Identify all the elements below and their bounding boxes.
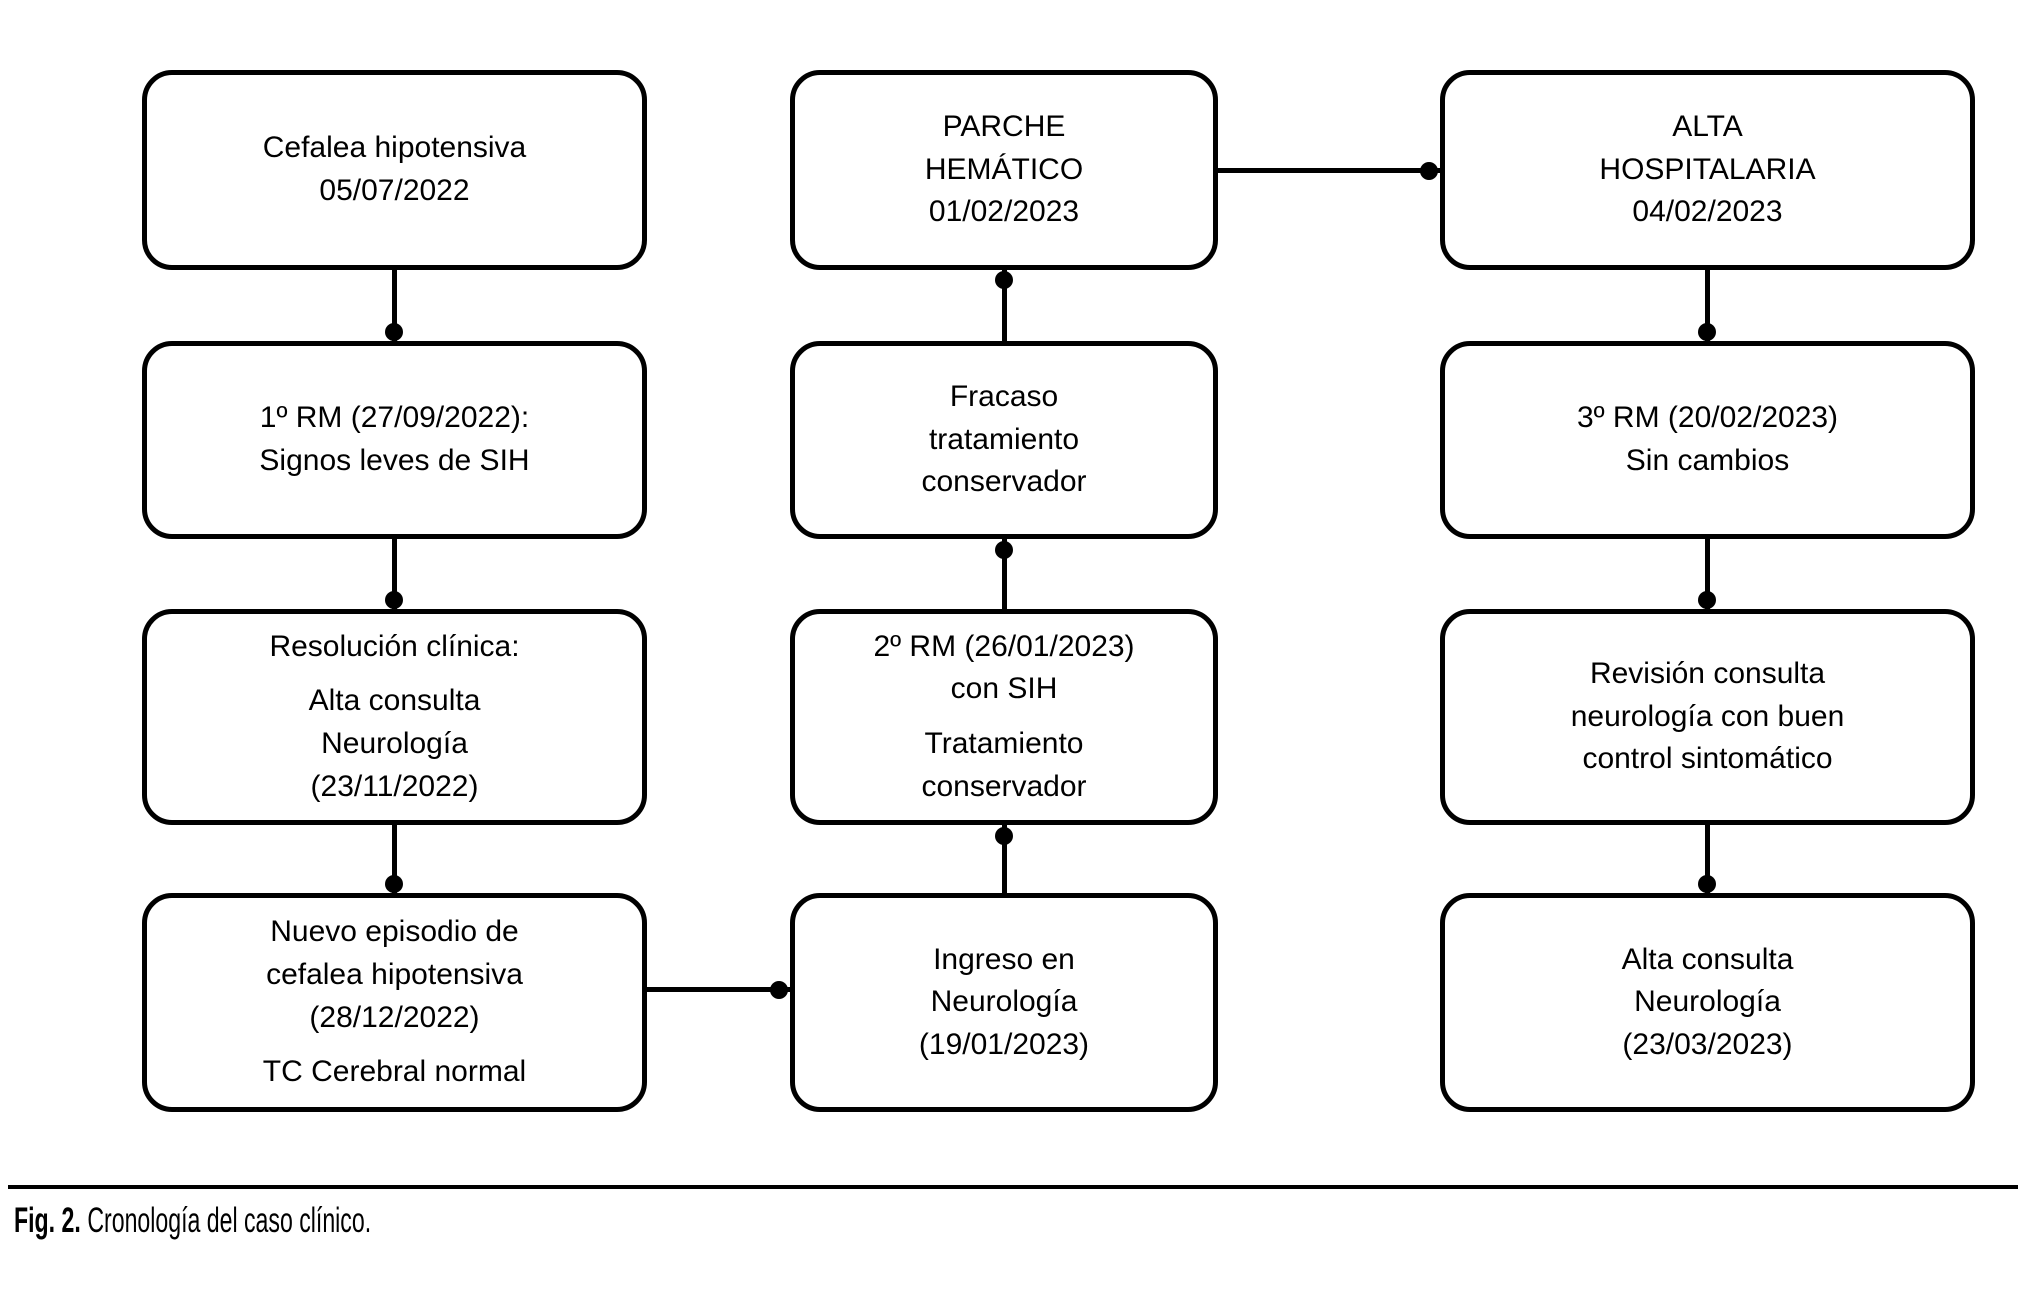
node-paragraph: Alta consulta Neurología (23/11/2022) xyxy=(308,684,481,803)
flow-dot-mid-3-2 xyxy=(995,541,1013,559)
connector-left-2-3 xyxy=(392,537,397,613)
flow-dot-left4-mid4 xyxy=(770,981,788,999)
connector-left-3-4 xyxy=(392,823,397,897)
node-paragraph: Alta consulta Neurología (23/03/2023) xyxy=(1621,942,1794,1061)
node-cefalea-hipotensiva: Cefalea hipotensiva 05/07/2022 xyxy=(142,70,647,270)
flow-dot-left-3-4 xyxy=(385,875,403,893)
figure-caption-label: Fig. 2. xyxy=(14,1201,81,1240)
node-nuevo-episodio: Nuevo episodio de cefalea hipotensiva (2… xyxy=(142,893,647,1112)
flow-dot-mid-4-3 xyxy=(995,827,1013,845)
node-paragraph: TC Cerebral normal xyxy=(262,1055,527,1089)
node-paragraph: 1º RM (27/09/2022): Signos leves de SIH xyxy=(259,401,530,477)
flow-dot-mid1-right1 xyxy=(1420,162,1438,180)
node-revision-consulta: Revisión consulta neurología con buen co… xyxy=(1440,609,1975,825)
connector-mid1-right1 xyxy=(1216,168,1442,173)
node-primera-rm: 1º RM (27/09/2022): Signos leves de SIH xyxy=(142,341,647,539)
node-paragraph: PARCHE HEMÁTICO 01/02/2023 xyxy=(924,110,1084,229)
node-paragraph: 3º RM (20/02/2023) Sin cambios xyxy=(1576,401,1839,477)
node-paragraph: ALTA HOSPITALARIA 04/02/2023 xyxy=(1599,110,1816,229)
flow-dot-left-2-3 xyxy=(385,591,403,609)
connector-left-1-2 xyxy=(392,268,397,345)
node-paragraph: Tratamiento conservador xyxy=(921,727,1087,803)
connector-left4-mid4 xyxy=(645,987,792,992)
connector-mid-4-3 xyxy=(1002,823,1007,897)
node-ingreso-neurologia: Ingreso en Neurología (19/01/2023) xyxy=(790,893,1218,1112)
node-paragraph: Ingreso en Neurología (19/01/2023) xyxy=(918,942,1090,1061)
node-paragraph: Cefalea hipotensiva 05/07/2022 xyxy=(262,131,527,207)
node-paragraph: Nuevo episodio de cefalea hipotensiva (2… xyxy=(266,915,523,1034)
node-alta-hospitalaria: ALTA HOSPITALARIA 04/02/2023 xyxy=(1440,70,1975,270)
flow-dot-mid-2-1 xyxy=(995,271,1013,289)
node-fracaso-tratamiento: Fracaso tratamiento conservador xyxy=(790,341,1218,539)
connector-right-2-3 xyxy=(1705,537,1710,613)
node-tercera-rm: 3º RM (20/02/2023) Sin cambios xyxy=(1440,341,1975,539)
node-alta-consulta: Alta consulta Neurología (23/03/2023) xyxy=(1440,893,1975,1112)
flow-dot-right-3-4 xyxy=(1698,875,1716,893)
flow-dot-right-2-3 xyxy=(1698,591,1716,609)
connector-right-1-2 xyxy=(1705,268,1710,345)
figure-caption-text: Cronología del caso clínico. xyxy=(87,1201,372,1240)
flow-dot-right-1-2 xyxy=(1698,323,1716,341)
node-segunda-rm: 2º RM (26/01/2023) con SIH Tratamiento c… xyxy=(790,609,1218,825)
node-paragraph: 2º RM (26/01/2023) con SIH xyxy=(873,629,1135,706)
node-paragraph: Revisión consulta neurología con buen co… xyxy=(1570,657,1845,776)
node-resolucion-clinica: Resolución clínica: Alta consulta Neurol… xyxy=(142,609,647,825)
connector-mid-2-1 xyxy=(1002,268,1007,345)
node-paragraph: Resolución clínica: xyxy=(269,629,520,663)
node-paragraph: Fracaso tratamiento conservador xyxy=(921,380,1087,499)
connector-mid-3-2 xyxy=(1002,537,1007,613)
figure-caption: Fig. 2.Cronología del caso clínico. xyxy=(14,1198,371,1244)
connector-right-3-4 xyxy=(1705,823,1710,897)
caption-rule xyxy=(8,1185,2018,1189)
node-parche-hematico: PARCHE HEMÁTICO 01/02/2023 xyxy=(790,70,1218,270)
flow-dot-left-1-2 xyxy=(385,323,403,341)
